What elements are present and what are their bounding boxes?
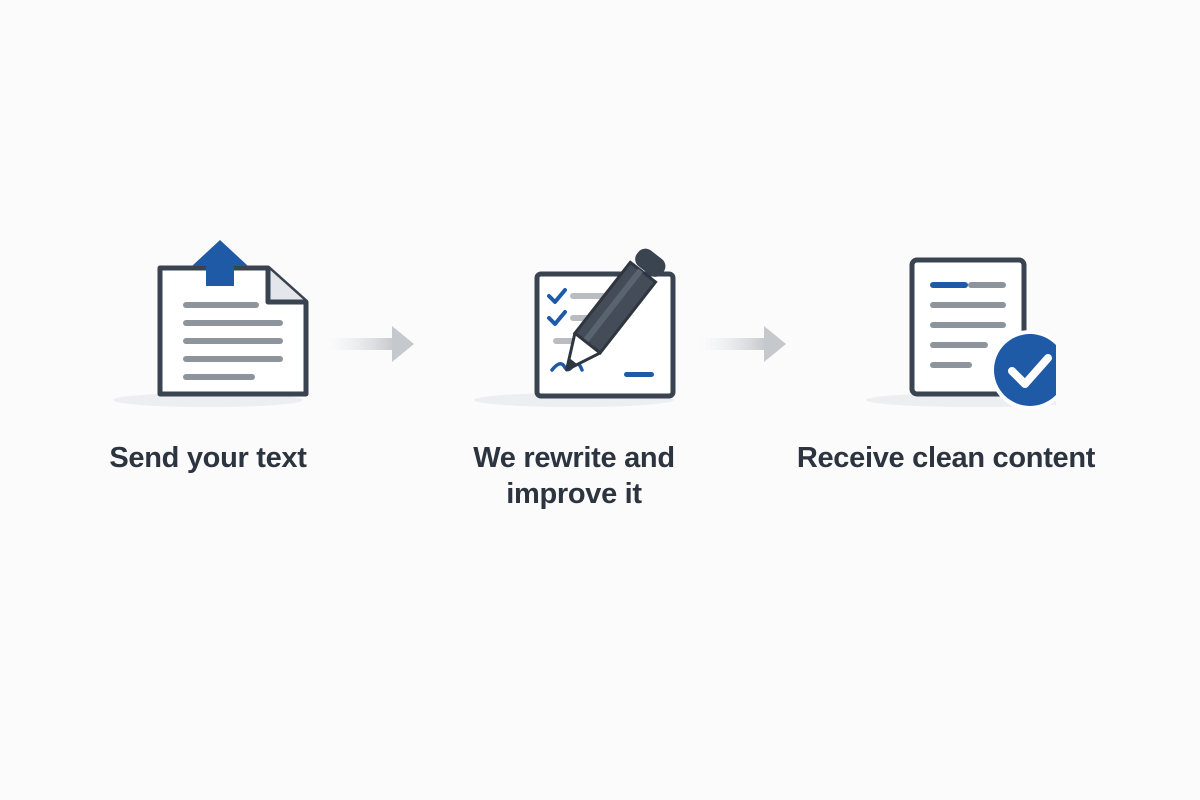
arrow-right-icon	[700, 322, 790, 366]
step-receive: Receive clean content	[796, 228, 1096, 476]
document-check-icon	[836, 228, 1056, 418]
step-label: Receive clean content	[796, 442, 1096, 474]
step-label: Send your text	[109, 442, 307, 474]
step-send-text: Send your text	[58, 228, 358, 476]
step-label: We rewrite and improve it	[473, 442, 675, 510]
arrow-right-icon	[328, 322, 418, 366]
checklist-pencil-icon	[464, 228, 684, 418]
step-rewrite: We rewrite and improve it	[424, 228, 724, 512]
document-upload-icon	[98, 228, 318, 418]
